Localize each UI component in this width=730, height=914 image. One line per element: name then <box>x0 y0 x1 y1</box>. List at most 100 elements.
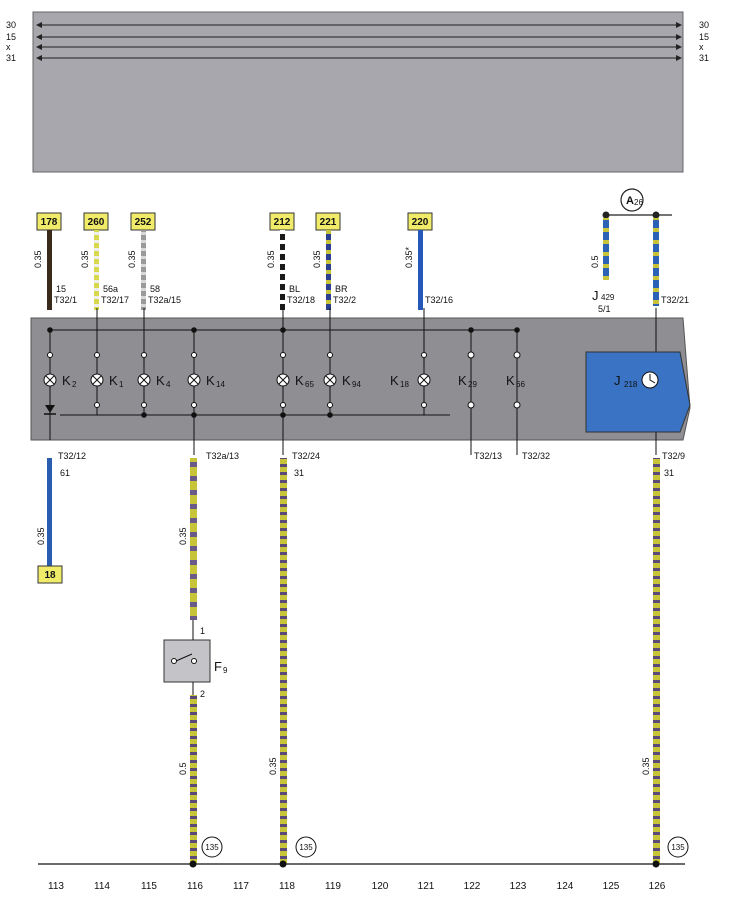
indicator-k66[interactable]: K 66 <box>506 351 525 409</box>
lamp-sub: 66 <box>516 380 525 389</box>
j218-label: J <box>614 373 621 388</box>
fuse-pin: 2 <box>200 689 205 699</box>
connector-tag-260[interactable]: 260 <box>83 212 109 231</box>
lamp-k18[interactable]: K 18 <box>390 373 431 389</box>
terminal-label: T32/12 <box>58 451 86 461</box>
wire-18 <box>47 458 52 566</box>
wire-func: 31 <box>294 468 304 478</box>
ground-point-a26[interactable]: A 26 <box>620 188 644 212</box>
j429-label: J <box>592 288 599 303</box>
wire-size: 0.35 <box>33 250 43 268</box>
lamp-k4[interactable]: K 4 <box>137 373 171 389</box>
wire-func: 15 <box>56 284 66 294</box>
connector-tag-178[interactable]: 178 <box>36 212 62 231</box>
bus-label-right: 31 <box>699 53 709 63</box>
wire-size: 0.35 <box>36 527 46 545</box>
track-number: 113 <box>48 881 64 892</box>
wire-j429 <box>603 218 609 280</box>
lamp-label: K <box>295 373 304 388</box>
bus-line-15: 15 15 <box>6 32 709 42</box>
lamp-label: K <box>206 373 215 388</box>
tag-text: 220 <box>412 217 429 228</box>
lamp-k14[interactable]: K 14 <box>187 373 225 389</box>
wire-size: 0.35 <box>266 250 276 268</box>
fuse-pin: 1 <box>200 626 205 636</box>
track-number: 120 <box>372 881 389 892</box>
wire-size: 0.5 <box>178 762 188 775</box>
j429-sub: 429 <box>601 293 615 302</box>
connector-tag-221[interactable]: 221 <box>315 212 341 231</box>
bus-label-right: 30 <box>699 20 709 30</box>
wire-func: 31 <box>664 468 674 478</box>
lamp-k1[interactable]: K 1 <box>90 373 124 389</box>
bus-line-30: 30 30 <box>6 20 709 30</box>
track-number: 122 <box>464 881 481 892</box>
terminal-label: T32/21 <box>661 295 689 305</box>
connector-tag-212[interactable]: 212 <box>269 212 295 231</box>
lamp-sub: 65 <box>305 380 314 389</box>
wire-func: 58 <box>150 284 160 294</box>
lamp-k65[interactable]: K 65 <box>276 373 314 389</box>
connector-tag-252[interactable]: 252 <box>130 212 156 231</box>
connector-tag-220[interactable]: 220 <box>407 212 433 231</box>
wire-func: 61 <box>60 468 70 478</box>
wire-178 <box>47 230 52 310</box>
lamp-k94[interactable]: K 94 <box>323 373 361 389</box>
terminal-label: T32/24 <box>292 451 320 461</box>
connector-tag-18[interactable]: 18 <box>37 565 63 584</box>
instrument-cluster <box>30 317 691 441</box>
bus-label-left: 31 <box>6 53 16 63</box>
wire-221 <box>326 230 331 310</box>
connector-j429[interactable]: J 429 5/1 <box>592 288 615 314</box>
terminal-label: T32a/13 <box>206 451 239 461</box>
ground-circle-135[interactable]: 135 <box>667 836 689 858</box>
lamp-sub: 1 <box>119 380 124 389</box>
ground-label: A <box>626 195 634 207</box>
ground-sub: 26 <box>634 198 643 207</box>
wire-f9-ground <box>190 695 197 863</box>
wire-t32-24 <box>280 458 287 863</box>
tag-text: 212 <box>274 217 291 228</box>
clock-icon <box>649 374 656 384</box>
wire-size: 0.35 <box>641 757 651 775</box>
wire-252 <box>141 230 146 310</box>
bus-label-left: x <box>6 42 11 52</box>
control-unit-j218[interactable]: J 218 <box>585 351 691 433</box>
lamp-sub: 2 <box>72 380 77 389</box>
tag-text: 221 <box>320 217 337 228</box>
track-number: 118 <box>279 881 295 892</box>
wire-size: 0.35 <box>127 250 137 268</box>
track-number: 117 <box>233 881 249 892</box>
terminal-label: T32/32 <box>522 451 550 461</box>
fuse-label: F <box>214 659 222 674</box>
lamp-sub: 14 <box>216 380 225 389</box>
lamp-label: K <box>506 373 515 388</box>
track-number: 116 <box>187 881 203 892</box>
lamp-k2[interactable]: K 2 <box>43 373 77 389</box>
ground-circle-135[interactable]: 135 <box>295 836 317 858</box>
indicator-k29[interactable]: K 29 <box>458 351 477 409</box>
terminal-label: T32/13 <box>474 451 502 461</box>
lamp-label: K <box>156 373 165 388</box>
track-number: 115 <box>141 881 157 892</box>
terminal-label: T32/1 <box>54 295 77 305</box>
bus-panel: 30 30 15 15 x x 31 31 <box>6 11 709 173</box>
lamp-label: K <box>390 373 399 388</box>
track-number: 124 <box>557 881 574 892</box>
bus-label-right: x <box>699 42 704 52</box>
j429-pin: 5/1 <box>598 304 611 314</box>
track-number: 125 <box>603 881 620 892</box>
terminal-label: T32/17 <box>101 295 129 305</box>
ground-number: 135 <box>671 843 685 852</box>
lamp-label: K <box>109 373 118 388</box>
wire-size: 0.35* <box>404 246 414 268</box>
lamp-label: K <box>458 373 467 388</box>
j218-sub: 218 <box>624 380 638 389</box>
lamp-sub: 29 <box>468 380 477 389</box>
tag-text: 260 <box>88 217 105 228</box>
wire-t32a-13 <box>190 458 197 620</box>
bus-label-left: 30 <box>6 20 16 30</box>
fuse-f9[interactable]: 1 2 F 9 <box>163 626 228 699</box>
lamp-label: K <box>62 373 71 388</box>
ground-circle-135[interactable]: 135 <box>201 836 223 858</box>
